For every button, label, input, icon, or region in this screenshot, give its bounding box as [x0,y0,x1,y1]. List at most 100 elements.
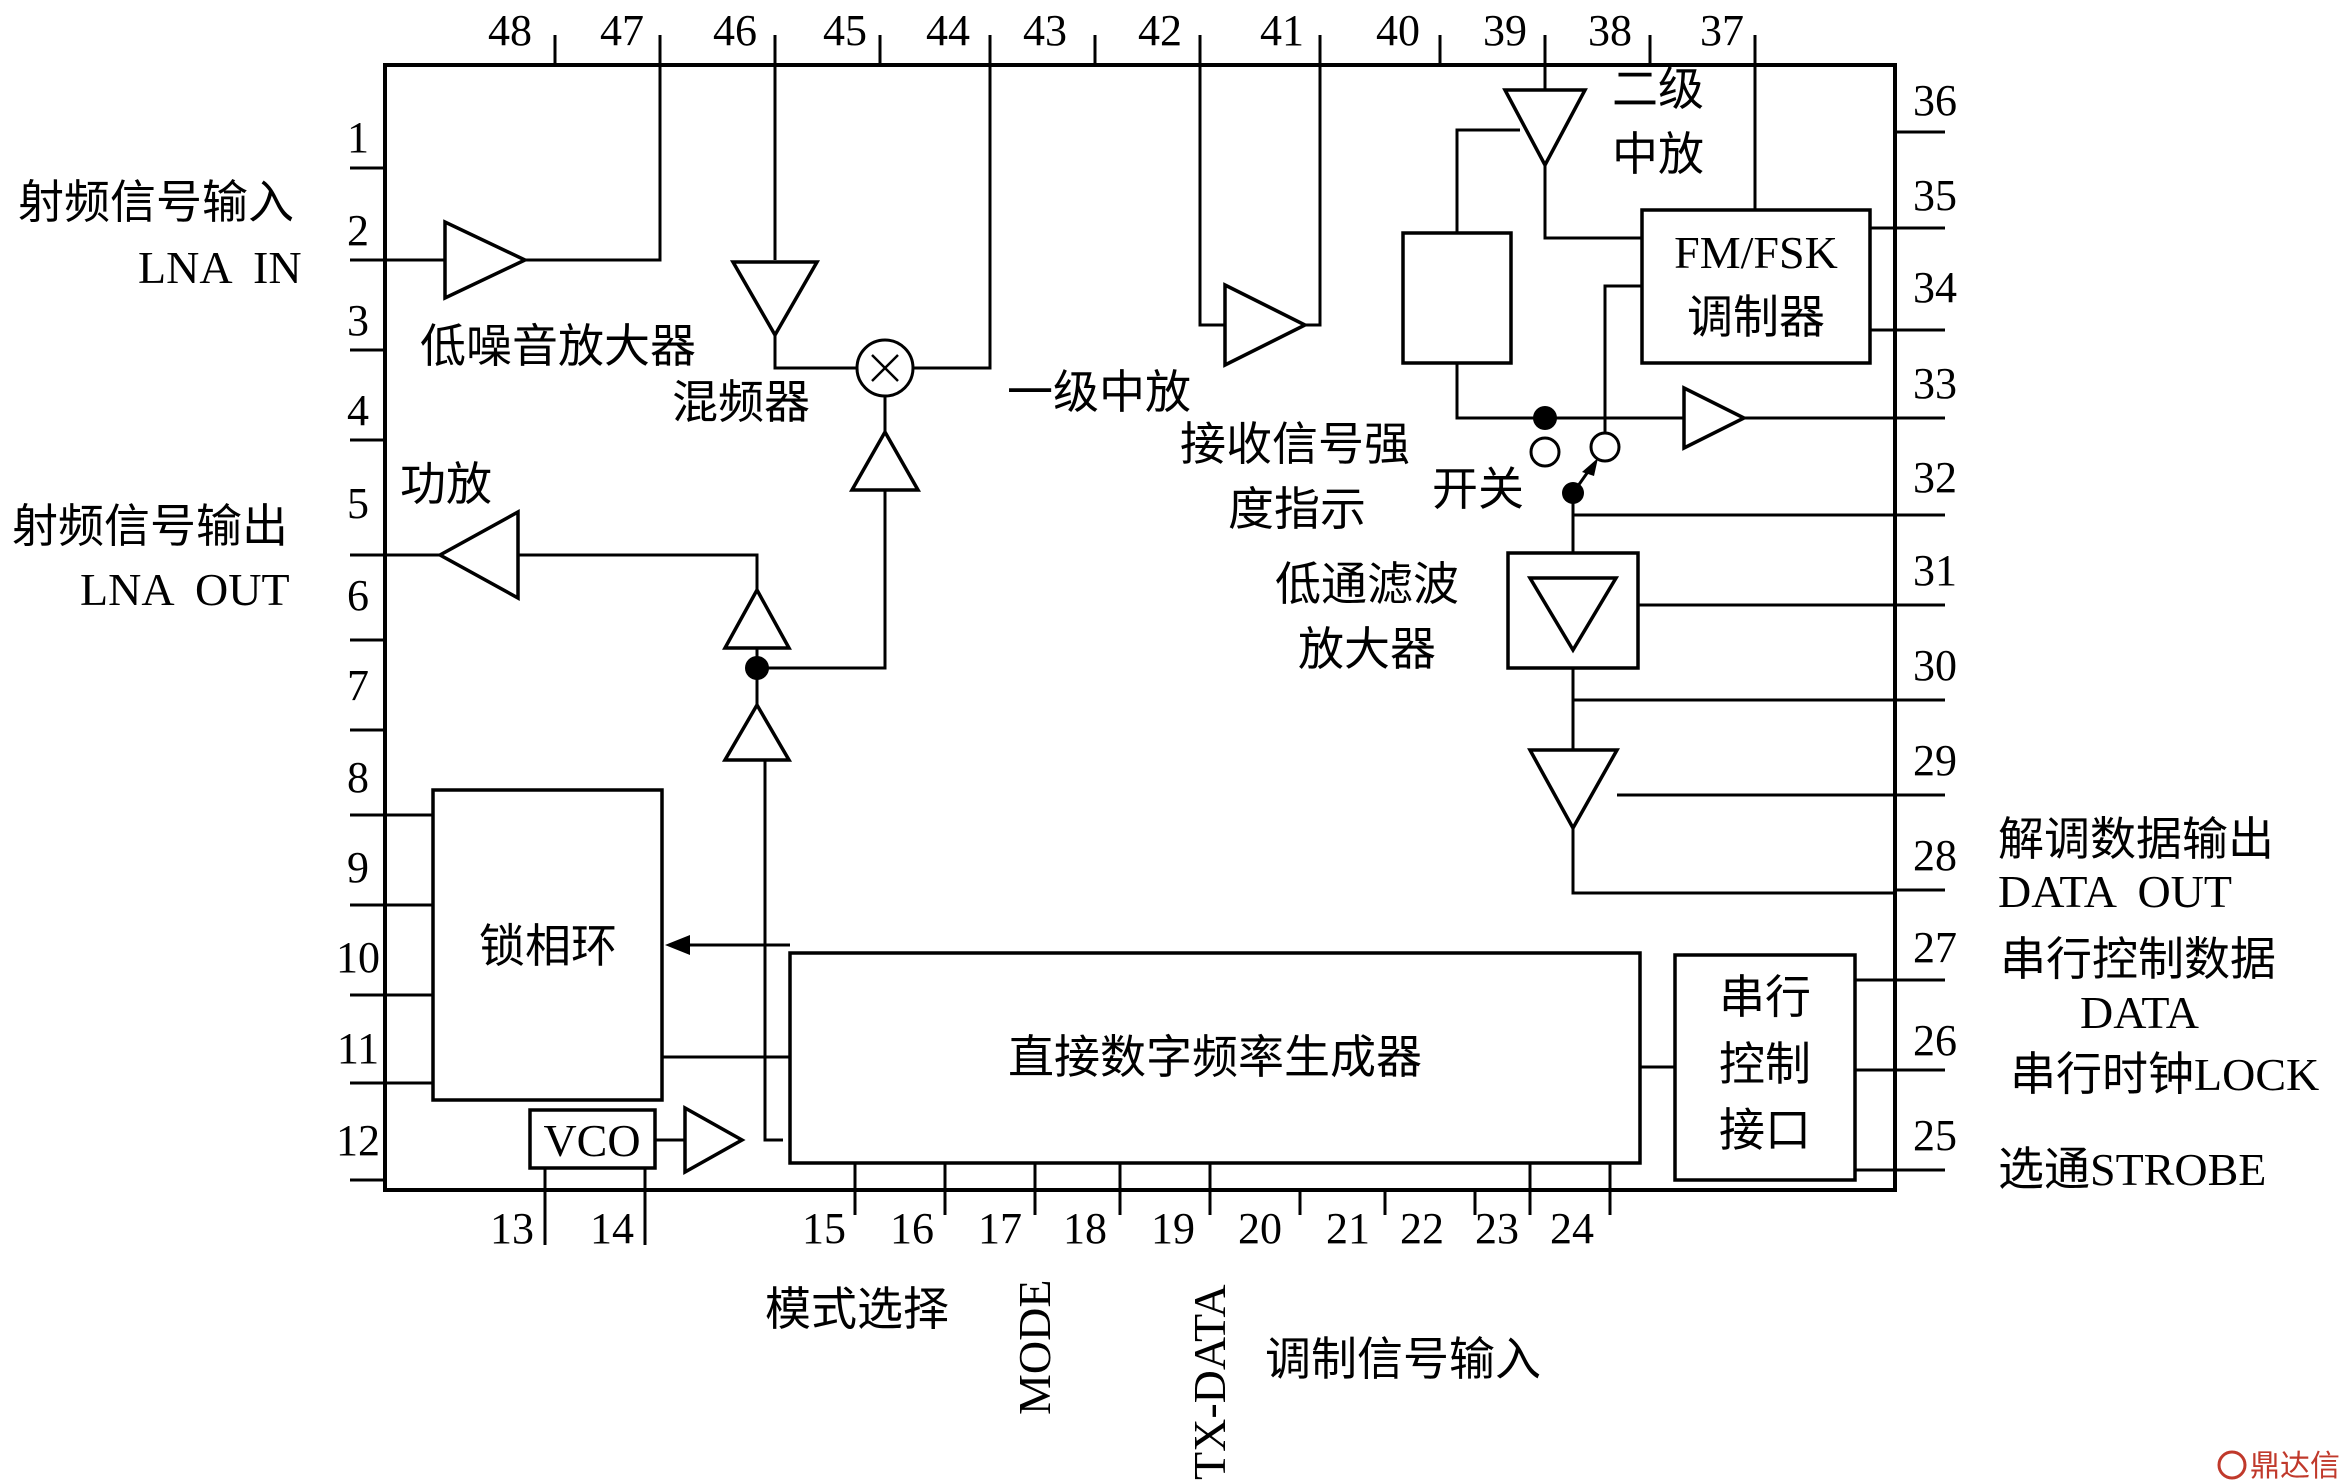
pin-1: 1 [347,113,369,162]
pa-driver-symbol [722,586,792,650]
rssi-label-line1: 接收信号强 [1180,419,1410,470]
pin-40: 40 [1376,6,1420,55]
lpf-amplifier-symbol [1526,576,1620,654]
data-out-label-line2: DATA OUT [1998,866,2232,917]
lo-buffer-up-symbol [848,428,922,492]
data-out-label-line1: 解调数据输出 [1998,814,2274,865]
pin-29: 29 [1913,736,1957,785]
if1-amplifier-symbol [1223,282,1309,368]
mixer-symbol [855,338,915,398]
pin-37: 37 [1700,6,1744,55]
pin-34: 34 [1913,263,1957,312]
rf-out-label-line2: LNA OUT [80,564,290,615]
fm-fsk-block [1640,208,1872,365]
rf-out-label-line1: 射频信号输出 [12,501,288,552]
pin-32: 32 [1913,453,1957,502]
pin-10: 10 [336,933,380,982]
pin-48: 48 [488,6,532,55]
pin-6: 6 [347,571,369,620]
pin-22: 22 [1400,1204,1444,1253]
pin-21: 21 [1326,1204,1370,1253]
lpf-label-line2: 放大器 [1298,624,1436,675]
serial-clock-label: 串行时钟LOCK [2010,1049,2319,1100]
pin-9: 9 [347,843,369,892]
pin33-buffer-symbol [1682,385,1748,451]
mode-label: MODE [1009,1280,1060,1415]
pin-4: 4 [347,386,369,435]
pin-8: 8 [347,753,369,802]
mixer-label: 混频器 [672,377,810,428]
pin-28: 28 [1913,831,1957,880]
pin-16: 16 [890,1204,934,1253]
pin-24: 24 [1550,1204,1594,1253]
comparator-symbol [1527,748,1620,832]
dds-to-pll-arrowhead [665,935,690,955]
rssi-label-line2: 度指示 [1228,484,1366,535]
pin-13: 13 [490,1204,534,1253]
pa-amplifier-symbol [436,509,520,601]
if2-amplifier-symbol [1502,88,1588,169]
dds-block [788,951,1642,1165]
switch-contact-a [1529,436,1561,468]
fm-fsk-label-line2: 调制器 [1687,292,1825,343]
pin-15: 15 [802,1204,846,1253]
if2-label-line1: 二级 [1612,64,1704,115]
pin-11: 11 [337,1024,379,1073]
spi-block [1673,953,1857,1182]
pin-7: 7 [347,661,369,710]
vco-buffer-up-symbol [721,701,793,762]
watermark: 鼎达信 [2217,1450,2340,1483]
lo-junction-dot [745,656,769,680]
mixer-input-amplifier-symbol [729,260,821,339]
pin-25: 25 [1913,1111,1957,1160]
pin-47: 47 [600,6,644,55]
pin-45: 45 [823,6,867,55]
mode-select-label: 模式选择 [765,1284,949,1335]
pin-44: 44 [926,6,970,55]
switch-label: 开关 [1432,464,1524,515]
pin-20: 20 [1238,1204,1282,1253]
mod-input-label: 调制信号输入 [1265,1334,1541,1385]
spi-label-line2: 控制 [1719,1039,1811,1090]
pa-label: 功放 [400,459,492,510]
vco-buffer-symbol [683,1105,746,1175]
pin-39: 39 [1483,6,1527,55]
pin-26: 26 [1913,1016,1957,1065]
pin-46: 46 [713,6,757,55]
dds-label: 直接数字频率生成器 [1008,1032,1422,1083]
switch-contact-b [1589,431,1621,463]
pin-12: 12 [336,1116,380,1165]
pin-33: 33 [1913,359,1957,408]
pin-38: 38 [1588,6,1632,55]
pin-18: 18 [1063,1204,1107,1253]
pin-27: 27 [1913,923,1957,972]
spi-label-line1: 串行 [1719,972,1811,1023]
lpf-label-line1: 低通滤波 [1275,559,1459,610]
pin-41: 41 [1260,6,1304,55]
lna-label: 低噪音放大器 [420,321,696,372]
pin-stubs [350,35,1945,1245]
pin-35: 35 [1913,171,1957,220]
vco-label: VCO [543,1115,640,1166]
pin-36: 36 [1913,76,1957,125]
rssi-block [1401,231,1513,365]
pin-17: 17 [978,1204,1022,1253]
fm-fsk-label-line1: FM/FSK [1674,227,1838,278]
pin-5: 5 [347,479,369,528]
tx-data-label: TX-DATA [1184,1284,1235,1480]
pll-label: 锁相环 [479,921,617,972]
serial-data-label-line1: 串行控制数据 [2000,934,2276,985]
rf-in-label-line2: LNA IN [138,242,302,293]
if2-label-line2: 中放 [1612,129,1704,180]
chip-outline [383,63,1897,1192]
svg-text:鼎达信: 鼎达信 [2250,1450,2340,1483]
if1-label: 一级中放 [1007,367,1191,418]
pll-block [431,788,664,1102]
lna-amplifier-symbol [443,219,530,301]
spi-label-line3: 接口 [1719,1105,1811,1156]
pin-numbers: 48 47 46 45 44 43 42 41 40 39 38 37 1 2 … [336,6,1957,1253]
pin-14: 14 [590,1204,634,1253]
vco-block [528,1108,657,1170]
pin-2: 2 [347,206,369,255]
